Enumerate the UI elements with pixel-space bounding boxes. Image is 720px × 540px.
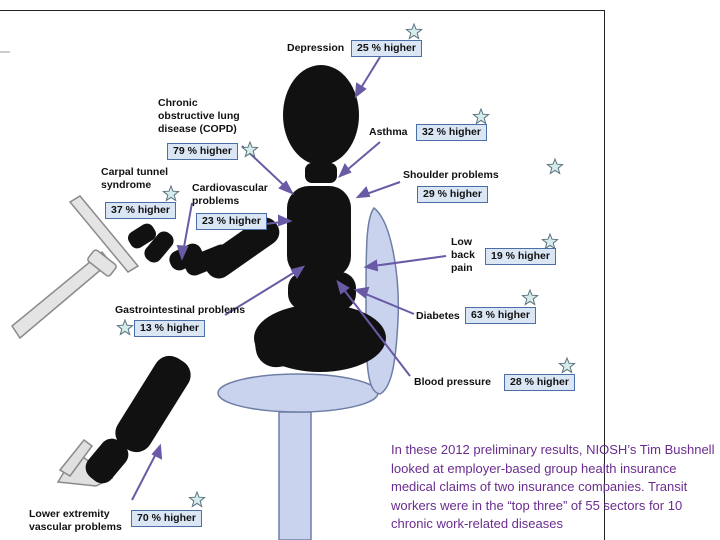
carpal-tunnel-badge: 37 % higher [105, 202, 176, 219]
forearm-a [184, 244, 232, 276]
lower-extremity-label: Lower extremity vascular problems [29, 508, 122, 533]
shin [115, 355, 191, 453]
fingers [128, 223, 156, 249]
blood-pressure-label: Blood pressure [414, 376, 492, 388]
forearm-b [169, 243, 203, 271]
star-icon [558, 356, 576, 374]
steering-wheel [10, 195, 140, 340]
copd-badge: 79 % higher [167, 143, 238, 160]
copd-label: Chronic obstructive lung disease (COPD) [158, 97, 240, 135]
cardiovascular-badge: 23 % higher [196, 213, 267, 230]
thigh [254, 314, 342, 368]
source-note: In these 2012 preliminary results, NIOSH… [391, 442, 715, 532]
star-icon [546, 157, 564, 175]
head [283, 65, 359, 165]
asthma-label: Asthma [369, 126, 408, 138]
gastrointestinal-label: Gastrointestinal problems [115, 304, 246, 316]
diagram-frame [0, 10, 605, 540]
star-icon [521, 288, 539, 306]
cardiovascular-label: Cardiovascular problems [192, 182, 268, 207]
torso [287, 186, 351, 278]
gastrointestinal-badge: 13 % higher [134, 320, 205, 337]
asthma-badge: 32 % higher [416, 124, 487, 141]
foot [85, 438, 129, 484]
shoulder-badge: 29 % higher [417, 186, 488, 203]
star-icon [541, 232, 559, 250]
low-back-badge: 19 % higher [485, 248, 556, 265]
star-icon [405, 22, 423, 40]
star-icon [188, 490, 206, 508]
blood-pressure-badge: 28 % higher [504, 374, 575, 391]
carpal-tunnel-label: Carpal tunnel syndrome [101, 166, 169, 191]
star-icon [472, 107, 490, 125]
neck [305, 163, 337, 183]
star-icon [162, 184, 180, 202]
star-icon [241, 140, 259, 158]
mannequin [85, 65, 386, 484]
chair-post [278, 411, 312, 540]
star-icons [116, 22, 576, 508]
diabetes-label: Diabetes [416, 310, 460, 322]
shoulder-label: Shoulder problems [403, 169, 499, 181]
depression-label: Depression [287, 42, 345, 54]
lower-extremity-badge: 70 % higher [131, 510, 202, 527]
chair-seat [217, 373, 379, 413]
star-icon [116, 318, 134, 336]
hand [144, 231, 174, 263]
diabetes-badge: 63 % higher [465, 307, 536, 324]
depression-badge: 25 % higher [351, 40, 422, 57]
low-back-label: Low back pain [451, 236, 475, 274]
